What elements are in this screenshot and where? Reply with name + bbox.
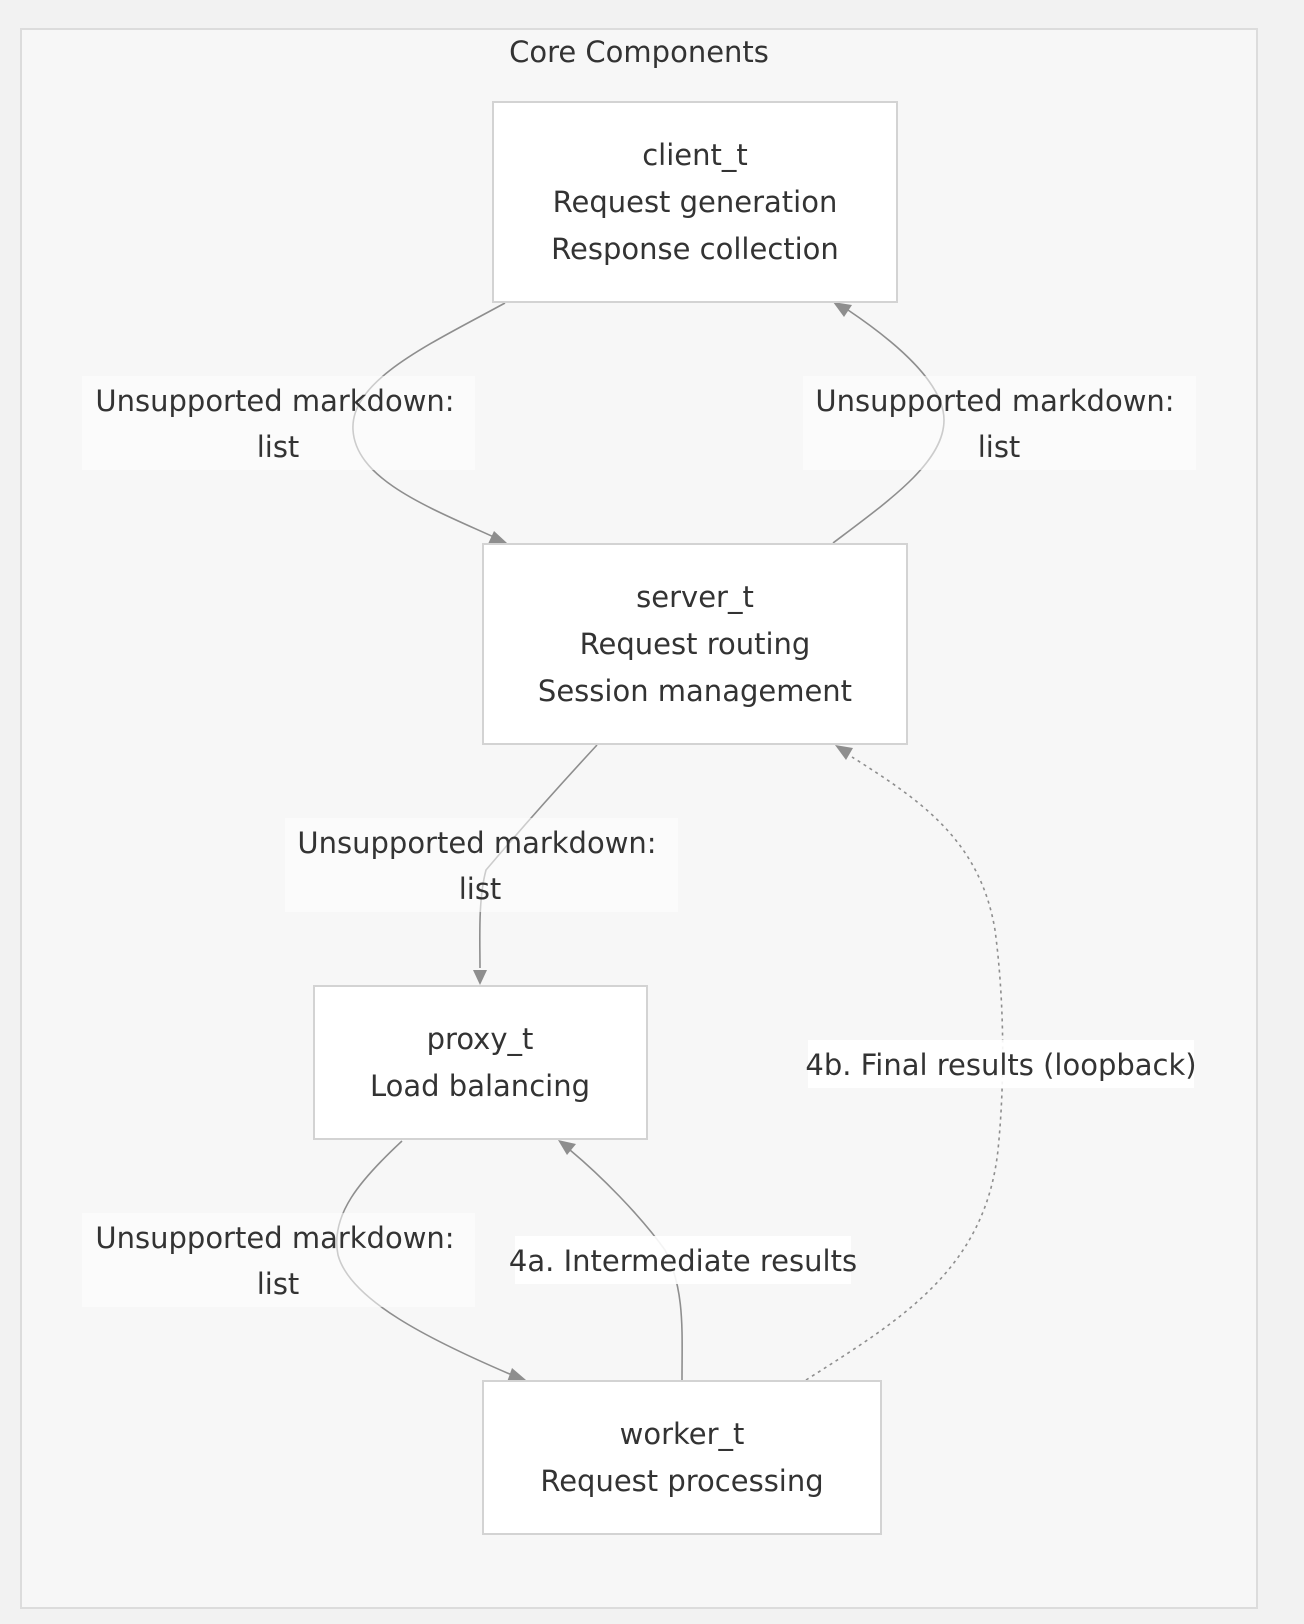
edge-server-to-proxy-arrowhead [473,970,487,985]
edge-label-line: 4a. Intermediate results [509,1244,857,1278]
node-server-name: server_t [636,580,754,614]
edge-label-line: 4b. Final results (loopback) [805,1048,1196,1082]
edge-client-to-server-arrowhead [488,531,507,544]
node-client-line: Response collection [551,232,839,266]
node-client-line: Request generation [553,185,838,219]
edge-worker-to-server-arrowhead [835,745,853,760]
edge-label-line: Unsupported markdown: [815,384,1174,418]
edge-label-line: list [978,430,1021,464]
edge-proxy-to-worker-arrowhead [507,1368,526,1382]
cluster-title: Core Components [509,35,769,69]
edge-label-server-to-proxy: Unsupported markdown: list [285,818,678,912]
edge-labels: Unsupported markdown: list Unsupported m… [82,376,1197,1307]
edge-label-line: list [459,872,502,906]
node-proxy[interactable]: proxy_t Load balancing [313,985,648,1140]
edge-label-line: list [257,1267,300,1301]
nodes: client_t Request generation Response col… [313,101,908,1535]
edge-server-to-client-arrowhead [833,302,852,317]
edge-label-worker-to-server: 4b. Final results (loopback) [805,1040,1197,1088]
node-client[interactable]: client_t Request generation Response col… [492,101,898,303]
node-client-name: client_t [642,138,748,172]
edge-label-client-to-server: Unsupported markdown: list [82,376,475,470]
node-worker-name: worker_t [620,1417,745,1451]
node-server[interactable]: server_t Request routing Session managem… [482,543,908,745]
edge-label-proxy-to-worker: Unsupported markdown: list [82,1213,475,1307]
edge-worker-to-proxy-arrowhead [558,1140,576,1155]
edge-label-server-to-client: Unsupported markdown: list [803,376,1196,470]
node-worker[interactable]: worker_t Request processing [482,1380,882,1535]
node-server-line: Request routing [580,627,811,661]
edge-label-line: list [257,430,300,464]
node-server-line: Session management [538,674,852,708]
edge-label-line: Unsupported markdown: [297,826,656,860]
node-worker-line: Request processing [540,1464,823,1498]
edge-label-line: Unsupported markdown: [95,1221,454,1255]
node-proxy-line: Load balancing [370,1069,590,1103]
edge-label-worker-to-proxy: 4a. Intermediate results [509,1236,857,1284]
edge-label-line: Unsupported markdown: [95,384,454,418]
node-proxy-name: proxy_t [427,1022,534,1056]
